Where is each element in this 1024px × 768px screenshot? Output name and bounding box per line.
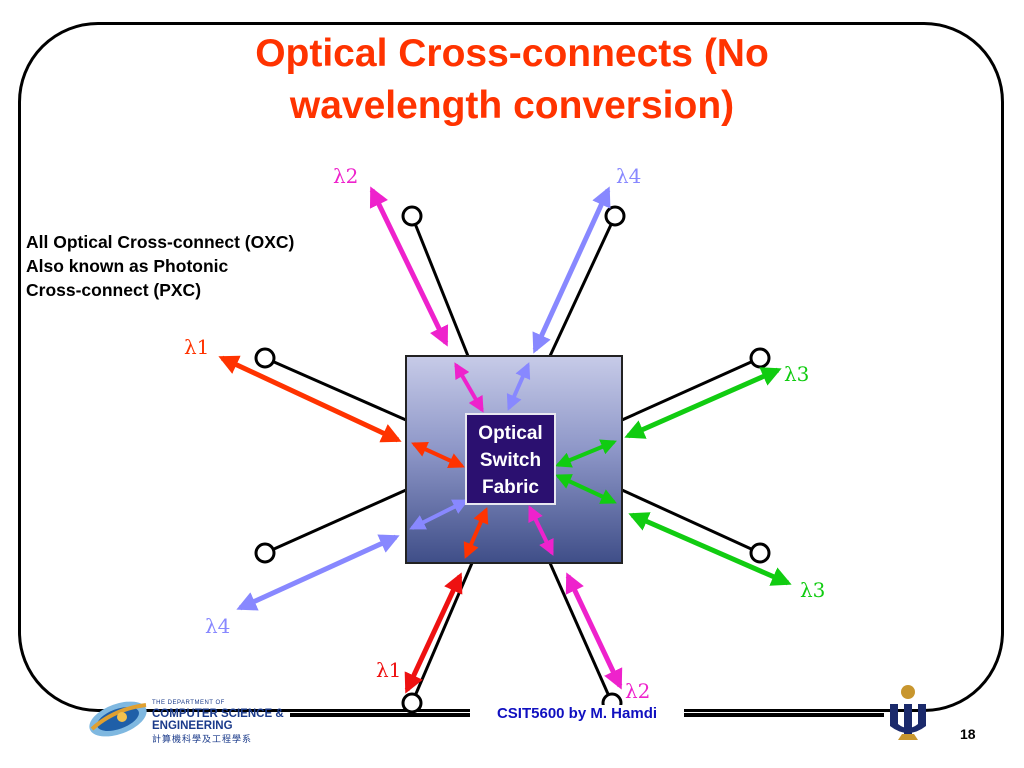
note-line-1: All Optical Cross-connect (OXC) bbox=[26, 232, 295, 252]
department-line-3: ENGINEERING bbox=[152, 720, 233, 732]
external-arrows bbox=[218, 186, 792, 694]
optical-switch-fabric: Optical Switch Fabric bbox=[465, 413, 556, 505]
note-line-2: Also known as Photonic bbox=[26, 256, 229, 276]
page-number: 18 bbox=[960, 726, 976, 742]
label-lambda4-left: λ4 bbox=[205, 614, 230, 638]
arrow-lambda1-bottom bbox=[404, 572, 463, 694]
port-left-lower bbox=[254, 542, 276, 564]
internal-arrows bbox=[409, 362, 617, 559]
fabric-line-2: Switch bbox=[479, 450, 542, 471]
port-right-lower bbox=[749, 542, 771, 564]
label-lambda1-left: λ1 bbox=[184, 335, 209, 359]
department-logo-icon bbox=[89, 701, 147, 737]
note-line-3: Cross-connect (PXC) bbox=[26, 280, 202, 300]
fiber-top-right bbox=[548, 215, 617, 357]
fiber-bottom-right bbox=[548, 562, 614, 704]
port-left-upper bbox=[254, 347, 276, 369]
port-top-right bbox=[604, 205, 626, 227]
arrow-lambda2-bottom bbox=[565, 572, 623, 690]
inner-arrow-lambda2-top bbox=[454, 362, 484, 413]
arrow-lambda1-left bbox=[218, 355, 402, 443]
department-line-1: THE DEPARTMENT OF bbox=[152, 700, 225, 706]
port-top-left bbox=[401, 205, 423, 227]
department-line-4: 計算機科學及工程學系 bbox=[152, 734, 253, 744]
arrow-lambda4-left bbox=[236, 534, 400, 611]
inner-arrow-lambda2-bottom bbox=[528, 505, 554, 556]
fabric-line-1: Optical bbox=[478, 423, 543, 444]
inner-arrow-lambda3-lower bbox=[555, 474, 617, 504]
title-line-2: wavelength conversion) bbox=[289, 84, 735, 127]
side-note: All Optical Cross-connect (OXC) Also kno… bbox=[26, 230, 294, 302]
footer-rule-right bbox=[684, 713, 884, 717]
fiber-bottom-left bbox=[410, 562, 474, 704]
department-line-2: COMPUTER SCIENCE & bbox=[152, 708, 284, 720]
label-lambda2-top: λ2 bbox=[333, 164, 358, 188]
port-right-upper bbox=[749, 347, 771, 369]
port-bottom-left bbox=[401, 692, 423, 714]
inner-arrow-lambda4-top bbox=[506, 362, 531, 411]
arrow-lambda4-top bbox=[532, 186, 611, 354]
inner-arrow-lambda1-bottom bbox=[463, 507, 489, 559]
arrow-lambda3-right-upper bbox=[624, 367, 782, 439]
inner-arrow-lambda1-left bbox=[411, 442, 465, 468]
label-lambda3-right-upper: λ3 bbox=[784, 362, 809, 386]
inner-arrow-lambda3-upper bbox=[555, 439, 617, 468]
footer-rule-left bbox=[290, 713, 470, 717]
arrow-lambda2-top bbox=[369, 186, 449, 347]
university-logo-icon bbox=[890, 685, 926, 740]
label-lambda1-bottom: λ1 bbox=[376, 658, 401, 682]
arrow-lambda3-right-lower bbox=[628, 512, 792, 586]
label-lambda2-bottom: λ2 bbox=[625, 679, 650, 703]
label-lambda3-right-lower: λ3 bbox=[800, 578, 825, 602]
footer-credit: CSIT5600 by M. Hamdi bbox=[470, 705, 684, 722]
fabric-line-3: Fabric bbox=[481, 477, 540, 498]
label-lambda4-top: λ4 bbox=[616, 164, 641, 188]
inner-arrow-lambda4-left bbox=[409, 499, 469, 530]
title-line-1: Optical Cross-connects (No bbox=[255, 32, 769, 75]
slide-title: Optical Cross-connects (No wavelength co… bbox=[150, 28, 874, 132]
